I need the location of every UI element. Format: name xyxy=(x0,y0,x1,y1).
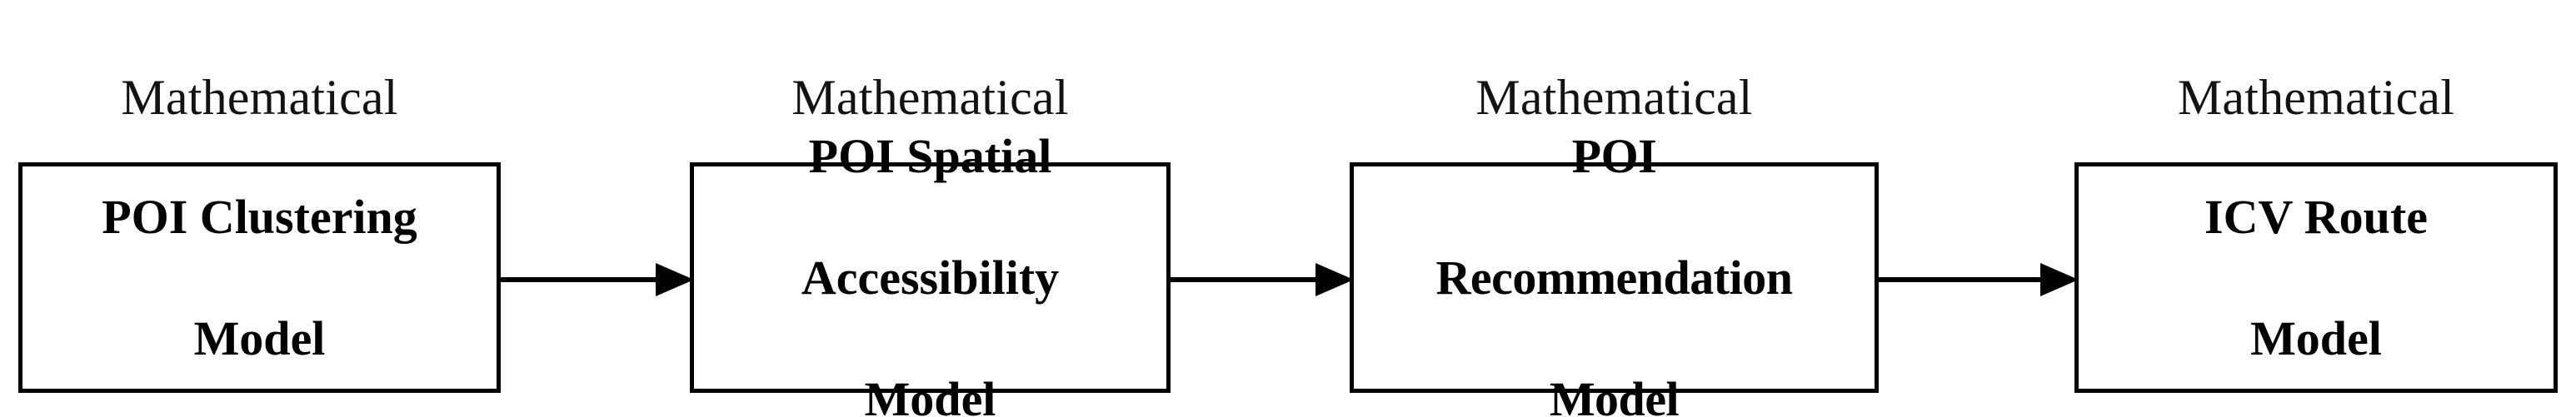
model-box-3-text: POI Recommendation Model xyxy=(1436,65,1793,417)
model-box-4-line1: ICV Route xyxy=(2204,189,2428,244)
model-box-2-line2: Accessibility xyxy=(801,250,1060,305)
model-box-3-line3: Model xyxy=(1549,372,1680,417)
model-box-1-line2: Model xyxy=(193,311,326,366)
arrow-model1-to-model2 xyxy=(501,261,694,298)
model-box-3-line1: POI xyxy=(1571,128,1657,183)
model-box-poi-spatial-accessibility[interactable]: POI Spatial Accessibility Model xyxy=(690,129,1171,417)
model-box-2-line3: Model xyxy=(864,372,996,417)
model-box-poi-recommendation[interactable]: POI Recommendation Model xyxy=(1350,129,1879,417)
model-box-3-line2: Recommendation xyxy=(1435,250,1793,305)
model-box-1-text: POI Clustering Model xyxy=(98,126,421,417)
model-box-poi-clustering[interactable]: POI Clustering Model xyxy=(18,162,501,393)
model-box-2-text: POI Spatial Accessibility Model xyxy=(798,65,1062,417)
arrow-model2-to-model3 xyxy=(1171,261,1354,298)
arrow-right-icon xyxy=(1171,263,1354,296)
model-box-4-text: ICV Route Model xyxy=(2201,126,2431,417)
model-box-2-line1: POI Spatial xyxy=(808,128,1052,183)
model-caption-1-line1: Mathematical xyxy=(121,70,398,126)
model-box-4-line2: Model xyxy=(2250,311,2382,366)
model-caption-4-line1: Mathematical xyxy=(2177,70,2455,126)
arrow-right-icon xyxy=(501,263,694,296)
model-box-1-line1: POI Clustering xyxy=(102,189,417,244)
model-box-icv-route[interactable]: ICV Route Model xyxy=(2074,162,2558,393)
model-caption-2-line1: Mathematical xyxy=(791,70,1069,126)
model-caption-3-line1: Mathematical xyxy=(1475,70,1753,126)
arrow-model3-to-model4 xyxy=(1879,261,2079,298)
arrow-right-icon xyxy=(1879,263,2079,296)
